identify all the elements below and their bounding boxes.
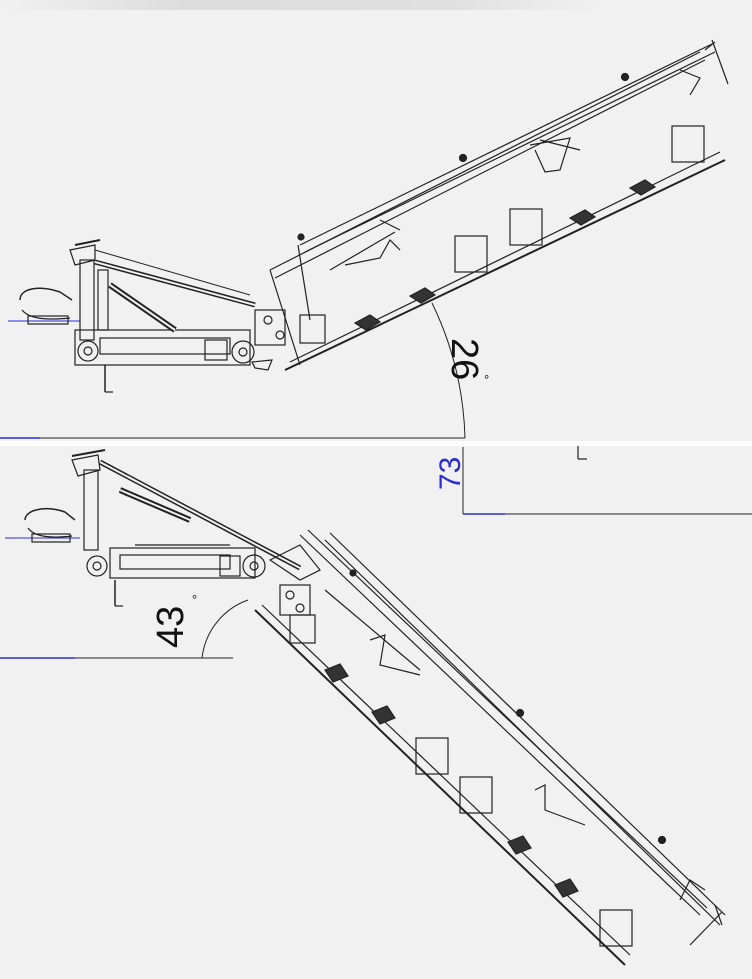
lower-boom [254,529,726,966]
upper-view [0,39,729,460]
top-shadow [0,0,752,10]
lower-angle-reference [0,447,752,659]
dimension-value: 73 [434,457,467,490]
lower-angle-value: 43 [150,606,192,648]
lower-view [0,447,752,966]
upper-degree-mark: ° [484,372,489,387]
lower-angle-label: 43 [150,606,192,648]
upper-angle-reference [0,302,587,460]
lower-degree-mark: ° [192,592,197,607]
upper-hitch-frame [8,239,251,393]
lower-hitch-frame [5,449,256,607]
view-divider [0,441,752,446]
upper-boom [269,39,729,371]
upper-cutter-units [299,125,705,344]
lower-pivot [219,544,321,616]
lower-cylinder [98,459,302,571]
upper-angle-label: 26 [443,338,485,380]
upper-pivot [204,309,286,371]
lower-cutter-units [289,614,633,947]
dimension-label: 73 [434,457,467,490]
upper-angle-value: 26 [443,338,485,380]
upper-cylinder [94,249,256,333]
